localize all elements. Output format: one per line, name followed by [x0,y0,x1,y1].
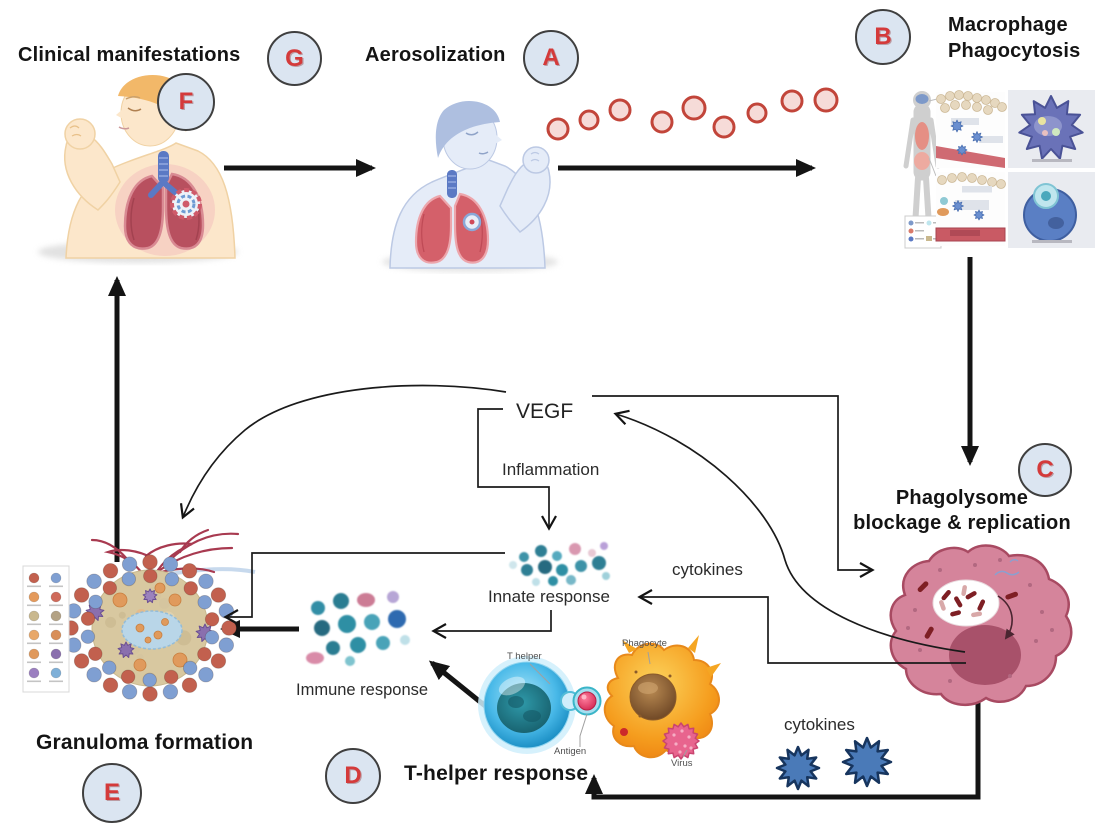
arrow-cell-cytokines-innate [637,589,966,664]
bacteria-rods [917,581,1018,639]
cytokines-lower-label: cytokines [784,715,855,734]
primary-site-panel [936,90,1007,168]
innate-response-label: Innate response [488,587,610,606]
arrow-innate-to-immune [431,610,552,639]
aerosol-droplets [546,87,839,141]
phagocyte-cell [603,635,721,759]
vegf-label: VEGF [516,400,574,423]
aerosol-person-illustration [382,100,558,272]
badge-g: G [267,31,322,86]
virus-particle [662,722,700,760]
cytokines-upper-label: cytokines [672,560,743,579]
whole-phagocytosis-box [1008,90,1095,168]
arrow-vegf-to-granuloma [179,384,507,520]
macrophage-label-line1: Macrophage [948,14,1068,36]
part-phagocytosis-box [1008,172,1095,248]
badge-b: B [855,9,911,65]
thin-arrows [179,384,966,664]
badge-e: E [82,763,142,823]
clinical-person-illustration [38,74,238,263]
antigen-tiny-label: Antigen [554,746,587,757]
granuloma-illustration [22,528,256,702]
cytoplasm-dots [906,558,1054,683]
annotation-lines [529,651,688,758]
virus-tiny-label: Virus [671,758,693,769]
clinical-manifestations-label: Clinical manifestations [18,44,241,66]
macrophage-label-line2: Phagocytosis [948,40,1081,62]
arrow-cell-to-vegf [613,409,966,653]
phagolysome-label-line2: blockage & replication [853,512,1071,534]
infected-macrophage-illustration [889,544,1073,706]
aerosolization-label: Aerosolization [365,44,506,66]
arrow-cell-to-thelper-response [585,698,981,800]
t-helper-tiny-label: T helper [507,651,542,662]
badge-f: F [157,73,215,131]
lung-lesion [170,188,202,220]
metastatic-site-panel [935,172,1006,246]
phagocyte-tiny-label: Phagocyte [622,638,667,649]
granuloma-orange-cells [112,582,188,672]
immune-response-cells [306,591,410,666]
phagolysome-label: Phagolysome blockage & replication [852,486,1072,536]
arrow-vegf-inflammation-innate [477,408,557,531]
granuloma-formation-label: Granuloma formation [36,731,254,754]
badge-d: D [325,748,381,804]
badge-c: C [1018,443,1072,497]
granuloma-legend [22,565,70,693]
cytokine-particles [775,736,893,791]
inflammation-label: Inflammation [502,460,600,479]
t-helper-phagocyte-illustration [478,635,721,760]
immune-response-label: Immune response [296,681,429,699]
macrophage-phagocytosis-panel [903,90,1095,249]
innate-response-cells [509,542,610,586]
arrow-vegf-to-cell [592,395,875,578]
arrow-innate-to-granuloma [223,552,505,625]
badge-a: A [523,30,579,86]
phagolysome-label-line1: Phagolysome [895,487,1029,509]
t-helper-response-label: T-helper response [404,762,589,785]
bacteria-rods-light [939,585,983,618]
